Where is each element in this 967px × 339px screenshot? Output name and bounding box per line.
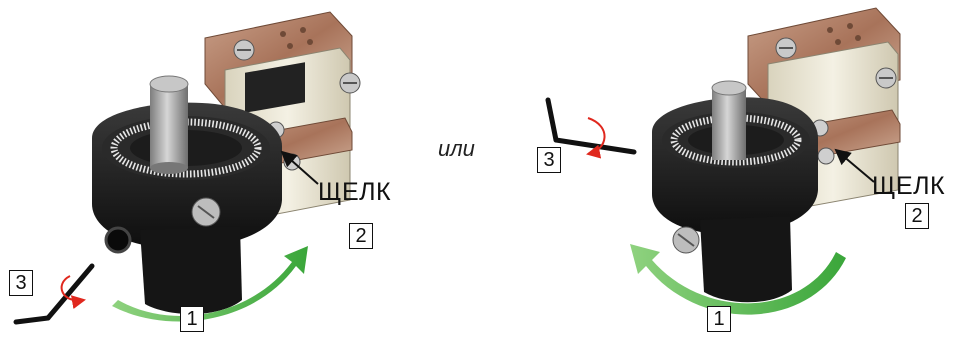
left-step-1-badge: 1 — [180, 306, 204, 332]
right-step-1-badge: 1 — [707, 306, 731, 332]
right-step-3-badge: 3 — [537, 147, 561, 173]
right-device — [652, 7, 901, 303]
left-step-3-badge: 3 — [9, 270, 33, 296]
or-separator: или — [438, 136, 475, 161]
right-step-2-badge: 2 — [905, 203, 929, 229]
right-click-pointer — [834, 148, 875, 183]
left-rotation-arrow — [112, 246, 308, 322]
right-hex-key-icon — [545, 97, 637, 159]
left-click-label: ЩЕЛК — [318, 178, 392, 206]
left-cam-body — [92, 102, 282, 315]
left-device — [92, 11, 361, 315]
right-shaft — [711, 80, 747, 160]
left-shaft — [149, 75, 189, 174]
left-click-pointer — [280, 150, 319, 185]
right-click-label: ЩЕЛК — [872, 172, 946, 200]
left-step-2-badge: 2 — [349, 223, 373, 249]
right-rotation-arrow — [630, 244, 846, 315]
left-hex-key-icon — [13, 263, 95, 325]
